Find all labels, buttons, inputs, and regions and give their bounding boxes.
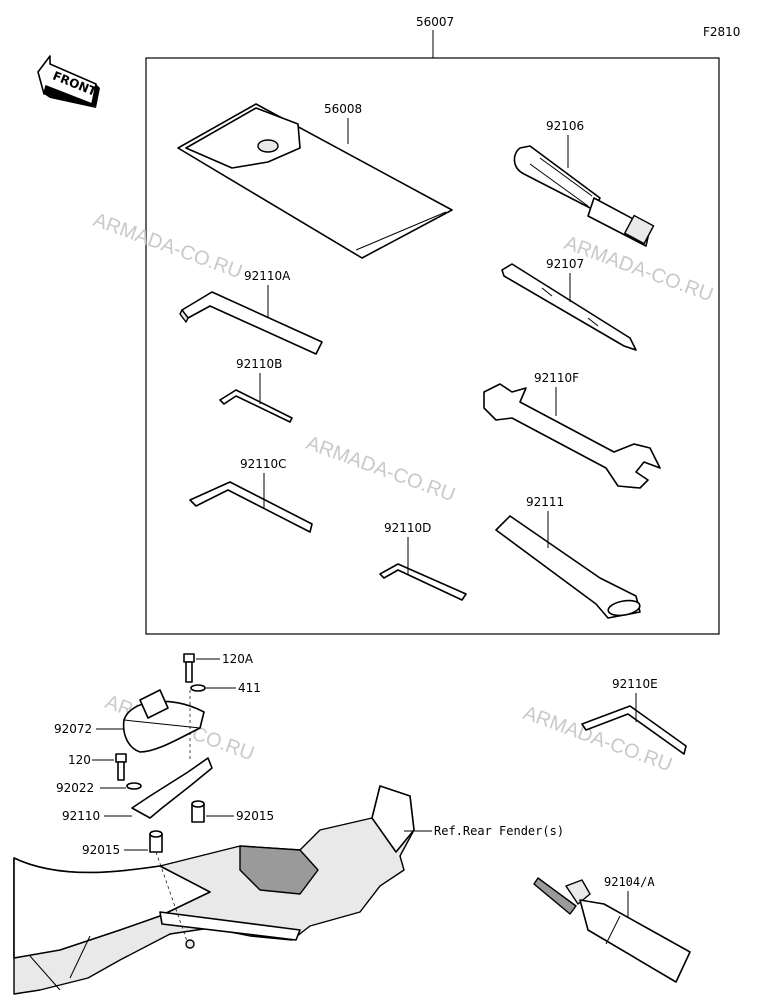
label-92110D: 92110D: [384, 521, 431, 535]
front-arrow-icon: FRONT: [37, 55, 100, 108]
collar-92015-left: [149, 830, 163, 853]
mount-point: [185, 939, 195, 949]
collar-92015-right: [191, 800, 205, 823]
label-120A: 120A: [222, 652, 254, 666]
label-92110E: 92110E: [612, 677, 658, 691]
hex-key-92110B: [219, 389, 293, 423]
label-92015-right: 92015: [236, 809, 274, 823]
tube-tool-92111: [495, 515, 641, 619]
hex-key-92110C: [189, 481, 313, 533]
rear-fender-assembly: [13, 785, 415, 995]
label-92110A: 92110A: [244, 269, 291, 283]
label-92111: 92111: [526, 495, 564, 509]
label-120: 120: [68, 753, 91, 767]
bracket-92110: [131, 757, 213, 819]
bolt-120A: [183, 653, 195, 683]
label-92110: 92110: [62, 809, 100, 823]
label-411: 411: [238, 681, 261, 695]
label-92106: 92106: [546, 119, 584, 133]
bolt-120: [115, 753, 127, 781]
label-92110B: 92110B: [236, 357, 282, 371]
screwdriver-handle-92106: [513, 145, 655, 247]
watermark-2: ARMADA-CO.RU: [561, 232, 716, 306]
label-92107: 92107: [546, 257, 584, 271]
watermark-1: ARMADA-CO.RU: [90, 209, 245, 283]
hex-key-92110E: [581, 705, 687, 755]
label-ref-rear-fender: Ref.Rear Fender(s): [434, 824, 564, 838]
label-92072: 92072: [54, 722, 92, 736]
grease-tube-92104A: [533, 877, 691, 983]
washer-92022: [126, 782, 142, 790]
strap-92072: [122, 689, 205, 753]
hex-key-92110A: [179, 291, 323, 355]
label-92015-left: 92015: [82, 843, 120, 857]
assembly-guide-2: [155, 851, 189, 945]
watermark-5: ARMADA-CO.RU: [520, 702, 675, 776]
label-92022: 92022: [56, 781, 94, 795]
screwdriver-bit-92107: [501, 263, 637, 351]
kit-label: 56007: [416, 15, 454, 29]
tool-pouch-56008: [177, 103, 453, 259]
wrench-92110F: [483, 383, 661, 489]
figure-code: F2810: [703, 25, 740, 39]
label-56008: 56008: [324, 102, 362, 116]
watermark-3: ARMADA-CO.RU: [303, 432, 458, 506]
label-92110F: 92110F: [534, 371, 579, 385]
label-92104A: 92104/A: [604, 875, 655, 889]
tool-kit-frame: [145, 57, 720, 635]
label-92110C: 92110C: [240, 457, 287, 471]
washer-411: [190, 684, 206, 692]
hex-key-92110D: [379, 563, 467, 601]
